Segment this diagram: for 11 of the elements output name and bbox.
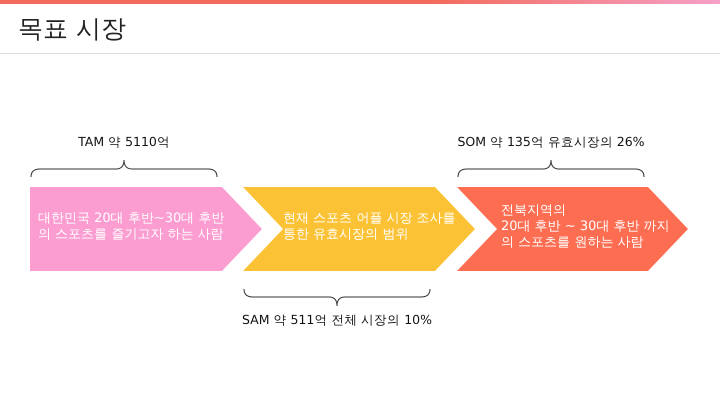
chevron-shape	[30, 187, 262, 271]
chevron-text: 현재 스포츠 어플 시장 조사를 통한 유효시장의 범위	[283, 211, 457, 243]
page-title: 목표 시장	[18, 13, 126, 45]
chevron-text: 대한민국 20대 후반~30대 후반의 스포츠를 즐기고자 하는 사람	[38, 211, 226, 243]
chevron-shape	[457, 187, 688, 271]
chevron-text: 전북지역의	[501, 203, 567, 219]
chevron-shape	[243, 187, 475, 271]
market-size-label: SOM 약 135억 유효시장의 26%	[457, 134, 645, 151]
market-size-label: SAM 약 511억 전체 시장의 10%	[242, 312, 432, 329]
market-size-label: TAM 약 5110억	[78, 134, 170, 151]
chevron-text: 20대 후반 ~ 30대 후반 까지의 스포츠를 원하는 사람	[501, 219, 671, 251]
